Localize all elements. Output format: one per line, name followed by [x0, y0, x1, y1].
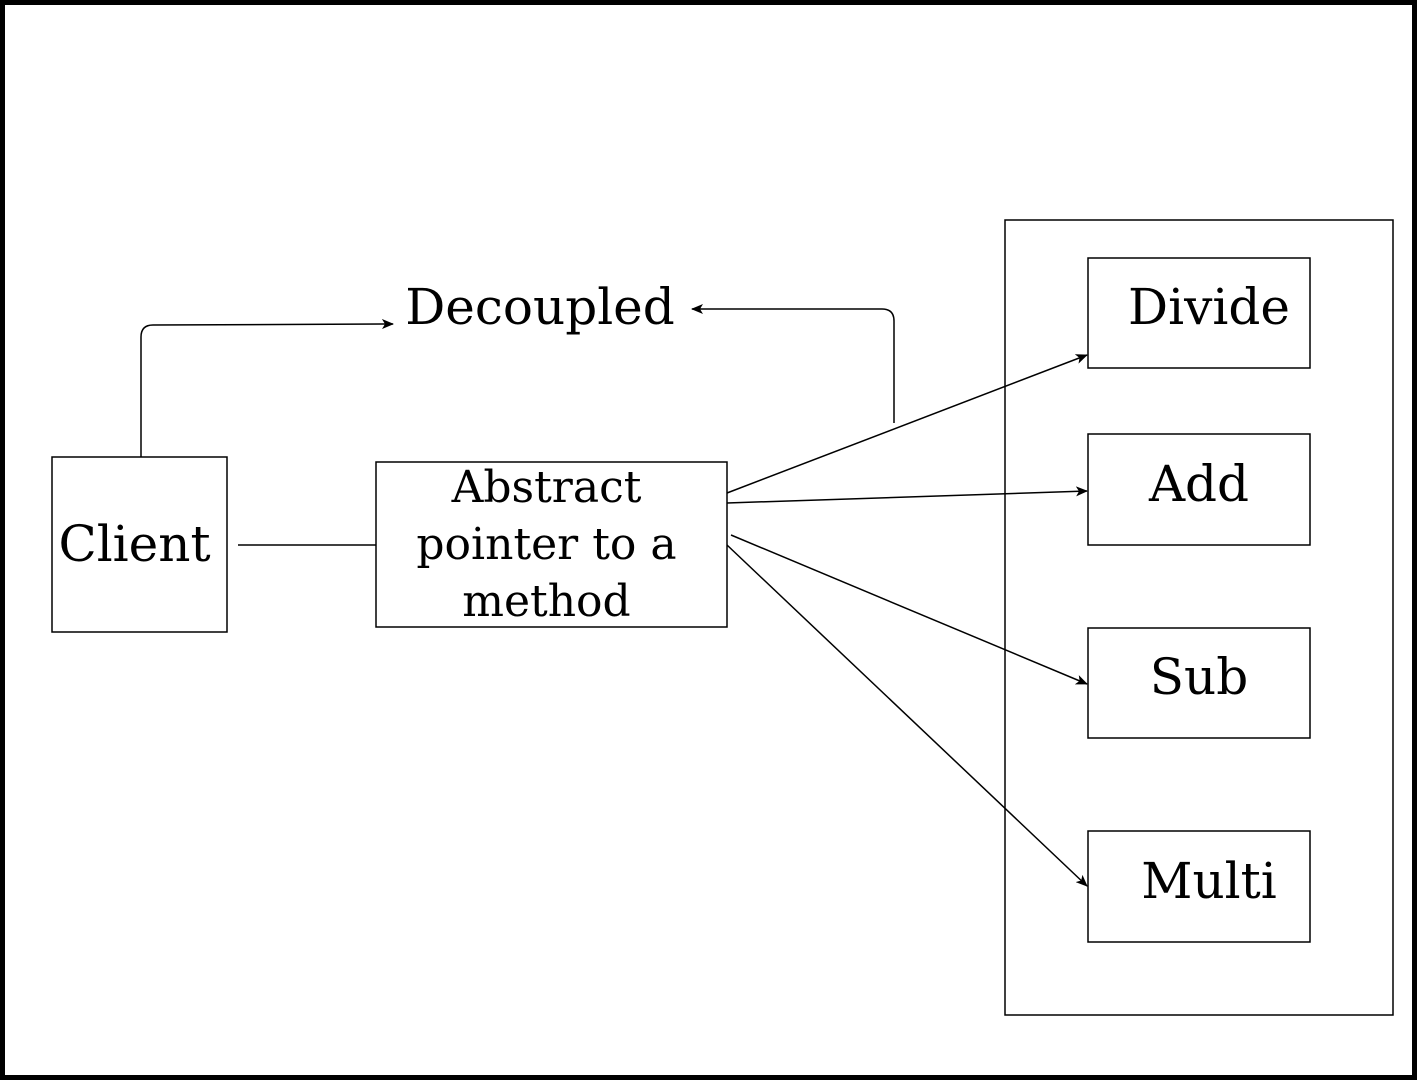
divide-box — [1087, 257, 1311, 369]
client-box — [51, 456, 228, 633]
client-label: Client — [58, 514, 211, 573]
add-box — [1087, 433, 1311, 546]
divide-label: Divide — [1128, 278, 1290, 337]
multi-box — [1087, 830, 1311, 943]
diagram-shapes — [51, 219, 1394, 1016]
abstract-pointer-label: Abstract pointer to a method — [416, 462, 677, 627]
arrow-to-divide — [726, 354, 1088, 494]
sub-box — [1087, 627, 1311, 739]
add-label: Add — [1148, 454, 1250, 513]
decoupled-label: Decoupled — [405, 277, 675, 336]
client-to-decoupled-arrow — [140, 319, 394, 457]
abstract-pointer-box — [375, 461, 728, 628]
pointer-to-decoupled-arrow — [691, 304, 895, 423]
arrow-to-add — [726, 486, 1088, 504]
arrow-to-sub — [730, 534, 1088, 685]
sub-label: Sub — [1149, 648, 1249, 707]
multi-label: Multi — [1141, 851, 1277, 910]
arrow-to-multi — [726, 544, 1088, 887]
